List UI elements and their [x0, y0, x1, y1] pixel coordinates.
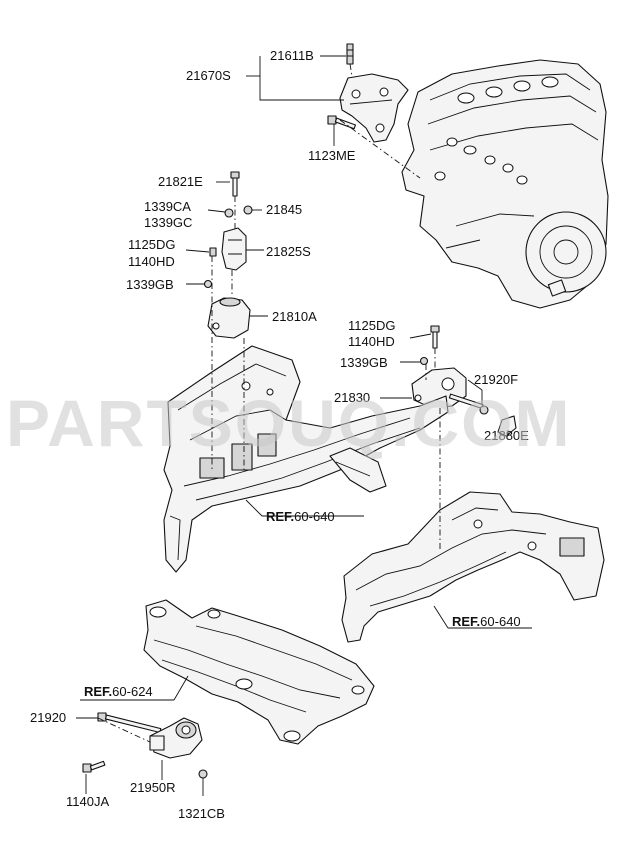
front-side-member-right	[341, 491, 605, 643]
nut-1321CB	[198, 769, 208, 779]
ref-prefix: REF.	[266, 509, 294, 524]
stud-21611B	[346, 43, 354, 65]
bolt-21920	[97, 712, 162, 734]
callout-1321CB: 1321CB	[178, 806, 225, 821]
bolt-1140JA	[82, 760, 106, 773]
callout-21830: 21830	[334, 390, 370, 405]
callout-1140HD-right: 1140HD	[348, 334, 395, 349]
callout-1339GB-right: 1339GB	[340, 355, 388, 370]
nut-1339CA	[224, 208, 234, 218]
callout-21920: 21920	[30, 710, 66, 725]
ref-60-640-left: REF.60-640	[266, 509, 335, 524]
callout-1140HD-left: 1140HD	[128, 254, 175, 269]
callout-21845: 21845	[266, 202, 302, 217]
callout-1125DG-left: 1125DG	[128, 237, 175, 252]
ref-60-624: REF.60-624	[84, 684, 153, 699]
bolt-1125DG-right	[430, 325, 440, 349]
nut-1339GB-left	[203, 279, 213, 289]
leader-lines	[76, 55, 532, 796]
callout-1140JA: 1140JA	[66, 794, 109, 809]
callout-1125DG-right: 1125DG	[348, 318, 395, 333]
engine-block-illustration	[401, 59, 609, 309]
nut-21845	[243, 205, 253, 215]
alignment-lines	[97, 63, 441, 743]
bracket-21825S	[221, 227, 247, 271]
reference-labels: REF.60-640 REF.60-640 REF.60-624	[84, 509, 521, 699]
bolt-1125DG-left	[209, 247, 217, 257]
callout-21821E: 21821E	[158, 174, 203, 189]
ref-code: 60-624	[112, 684, 152, 699]
callout-1339GC: 1339GC	[144, 215, 192, 230]
callout-1123ME: 1123ME	[308, 148, 356, 163]
front-subframe-crossmember	[143, 599, 375, 745]
bolt-21920F	[448, 393, 489, 415]
ref-60-640-right: REF.60-640	[452, 614, 521, 629]
callout-1339CA: 1339CA	[144, 199, 191, 214]
ref-prefix: REF.	[84, 684, 112, 699]
ref-prefix: REF.	[452, 614, 480, 629]
callout-21950R: 21950R	[130, 780, 176, 795]
bolt-1123ME	[327, 115, 357, 130]
mount-insulator-21810A	[207, 297, 251, 339]
front-side-member-left	[163, 345, 449, 573]
callout-labels: 21611B 21670S 1123ME 21821E 1339CA 1339G…	[30, 48, 529, 821]
ref-code: 60-640	[294, 509, 334, 524]
bracket-21880E	[497, 415, 517, 437]
callout-21810A: 21810A	[272, 309, 317, 324]
callout-21920F: 21920F	[474, 372, 518, 387]
callout-21611B: 21611B	[270, 48, 314, 63]
ref-code: 60-640	[480, 614, 520, 629]
callout-1339GB-left: 1339GB	[126, 277, 174, 292]
callout-21670S: 21670S	[186, 68, 231, 83]
watermark: PARTSOUQ.COM	[6, 386, 571, 460]
callout-21880E: 21880E	[484, 428, 529, 443]
callout-21825S: 21825S	[266, 244, 311, 259]
bolt-21821E	[230, 171, 240, 197]
engine-mount-bracket-21670S	[339, 73, 409, 143]
nut-1339GB-right	[419, 356, 429, 366]
roll-stopper-21950R	[149, 717, 203, 759]
